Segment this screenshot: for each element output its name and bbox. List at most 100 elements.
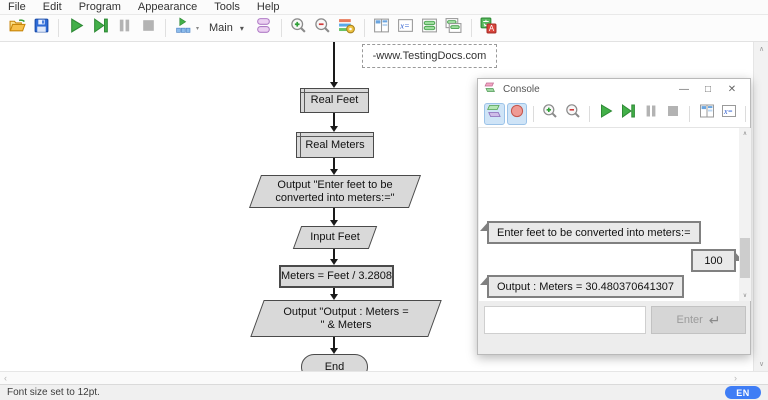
node-label: End — [324, 360, 345, 372]
flow-node-assign-meters[interactable]: Meters = Feet / 3.2808 — [279, 265, 394, 288]
variable-watch-button[interactable]: x= — [394, 16, 418, 40]
flow-connector — [330, 42, 338, 88]
node-label: Output "Enter feet to be converted into … — [275, 178, 395, 204]
flow-node-declare-feet[interactable]: Real Feet — [300, 88, 369, 113]
flowchart-canvas[interactable]: -www.TestingDocs.com Real Feet Real Mete… — [0, 42, 768, 371]
console-split-view-button[interactable] — [696, 103, 716, 125]
flow-node-output-result[interactable]: Output "Output : Meters = " & Meters — [250, 300, 442, 337]
symbol-shapes-button[interactable] — [252, 16, 276, 40]
console-enter-button[interactable]: Enter ↵ — [651, 306, 746, 334]
flow-node-input-feet[interactable]: Input Feet — [292, 226, 378, 249]
console-stop-button[interactable] — [663, 103, 683, 125]
split-view-icon — [373, 17, 390, 39]
scrollbar-thumb[interactable] — [740, 238, 750, 278]
scroll-up-icon[interactable]: ∧ — [742, 131, 748, 137]
console-pause-button[interactable] — [641, 103, 661, 125]
console-user-input-bubble: 100 — [691, 249, 743, 272]
toolbar-separator — [588, 105, 590, 122]
flow-connector — [330, 287, 338, 300]
console-app-icon — [484, 81, 497, 99]
flow-node-end[interactable]: End — [301, 354, 368, 371]
canvas-vertical-scrollbar[interactable]: ∧ ∨ — [753, 42, 768, 371]
step-button[interactable] — [88, 16, 112, 40]
variable-watch-icon: x= — [721, 103, 737, 124]
console-run-button[interactable] — [596, 103, 616, 125]
menu-tools[interactable]: Tools — [214, 1, 240, 13]
console-input-field[interactable] — [484, 306, 646, 334]
console-variable-watch-button[interactable]: x= — [719, 103, 739, 125]
console-title: Console — [503, 84, 540, 95]
svg-text:A: A — [489, 24, 495, 33]
enter-button-label: Enter — [676, 314, 703, 326]
function-dropdown-label: Main — [209, 22, 233, 34]
menu-program[interactable]: Program — [78, 1, 121, 13]
console-vertical-scrollbar[interactable]: ∧ ∨ — [739, 128, 751, 301]
toolbar-separator — [280, 19, 282, 37]
split-view-button[interactable] — [370, 16, 394, 40]
console-step-button[interactable] — [618, 103, 638, 125]
save-button[interactable] — [29, 16, 53, 40]
stop-sign-toggle-icon — [509, 103, 525, 124]
svg-text:x=: x= — [400, 21, 411, 31]
scroll-down-icon[interactable]: ∨ — [742, 293, 748, 299]
node-label: Meters = Feet / 3.2808 — [281, 270, 392, 282]
console-output-button[interactable] — [442, 16, 466, 40]
scroll-right-icon[interactable]: › — [734, 373, 737, 383]
zoom-in-button[interactable] — [287, 16, 311, 40]
menu-help[interactable]: Help — [256, 1, 280, 13]
console-window[interactable]: Console — □ ✕ x= — [477, 78, 751, 355]
minimize-icon[interactable]: — — [679, 84, 689, 95]
status-bar: Font size set to 12pt. EN — [0, 384, 768, 400]
graphic-mode-toggle-icon — [486, 103, 502, 124]
console-titlebar[interactable]: Console — □ ✕ — [478, 79, 750, 100]
save-icon — [33, 17, 50, 39]
run-to-symbol-button[interactable] — [171, 16, 195, 40]
node-label: Output "Output : Meters = " & Meters — [283, 305, 409, 331]
scroll-up-icon[interactable]: ∧ — [758, 46, 765, 53]
menu-bar: File Edit Program Appearance Tools Help — [0, 0, 768, 15]
run-button[interactable] — [64, 16, 88, 40]
console-zoom-out-button[interactable] — [562, 103, 582, 125]
scroll-down-icon[interactable]: ∨ — [758, 361, 765, 368]
main-toolbar: ▾ Main ▾ x= A — [0, 15, 768, 42]
zoom-in-icon — [290, 17, 307, 39]
console-zoom-in-button[interactable] — [540, 103, 560, 125]
menu-appearance[interactable]: Appearance — [137, 1, 198, 13]
console-button[interactable] — [418, 16, 442, 40]
flowchart-comment[interactable]: -www.TestingDocs.com — [362, 44, 497, 68]
open-button[interactable] — [5, 16, 29, 40]
menu-file[interactable]: File — [8, 1, 26, 13]
canvas-horizontal-scrollbar[interactable]: ‹ › — [0, 371, 768, 384]
pause-button[interactable] — [112, 16, 136, 40]
pause-icon — [116, 17, 133, 39]
run-to-dropdown-caret-icon[interactable]: ▾ — [196, 25, 200, 32]
menu-edit[interactable]: Edit — [42, 1, 62, 13]
graphic-mode-toggle[interactable] — [484, 102, 505, 125]
toolbar-separator — [689, 105, 691, 122]
chevron-down-icon: ▾ — [239, 23, 244, 33]
maximize-icon[interactable]: □ — [704, 84, 712, 95]
zoom-out-button[interactable] — [311, 16, 335, 40]
toolbar-separator — [745, 105, 747, 122]
scroll-left-icon[interactable]: ‹ — [4, 373, 7, 383]
split-view-icon — [699, 103, 715, 124]
flow-node-declare-meters[interactable]: Real Meters — [296, 132, 374, 158]
stop-button[interactable] — [136, 16, 160, 40]
node-label: Real Meters — [305, 138, 365, 151]
flow-node-output-prompt[interactable]: Output "Enter feet to be converted into … — [248, 175, 422, 208]
language-badge[interactable]: EN — [725, 386, 761, 399]
stop-sign-toggle[interactable] — [506, 102, 528, 125]
console-icon — [421, 17, 438, 39]
run-to-symbol-icon — [175, 17, 192, 39]
step-icon — [620, 103, 636, 124]
close-icon[interactable]: ✕ — [727, 84, 737, 95]
translate-button[interactable]: A — [477, 16, 501, 40]
comment-text: -www.TestingDocs.com — [372, 50, 487, 62]
toolbar-separator — [533, 105, 535, 122]
function-dropdown[interactable]: Main ▾ — [201, 16, 252, 40]
variable-watch-icon: x= — [397, 17, 414, 39]
run-icon — [598, 103, 614, 124]
zoom-in-icon — [542, 103, 558, 124]
chart-style-button[interactable] — [335, 16, 359, 40]
zoom-out-icon — [314, 17, 331, 39]
